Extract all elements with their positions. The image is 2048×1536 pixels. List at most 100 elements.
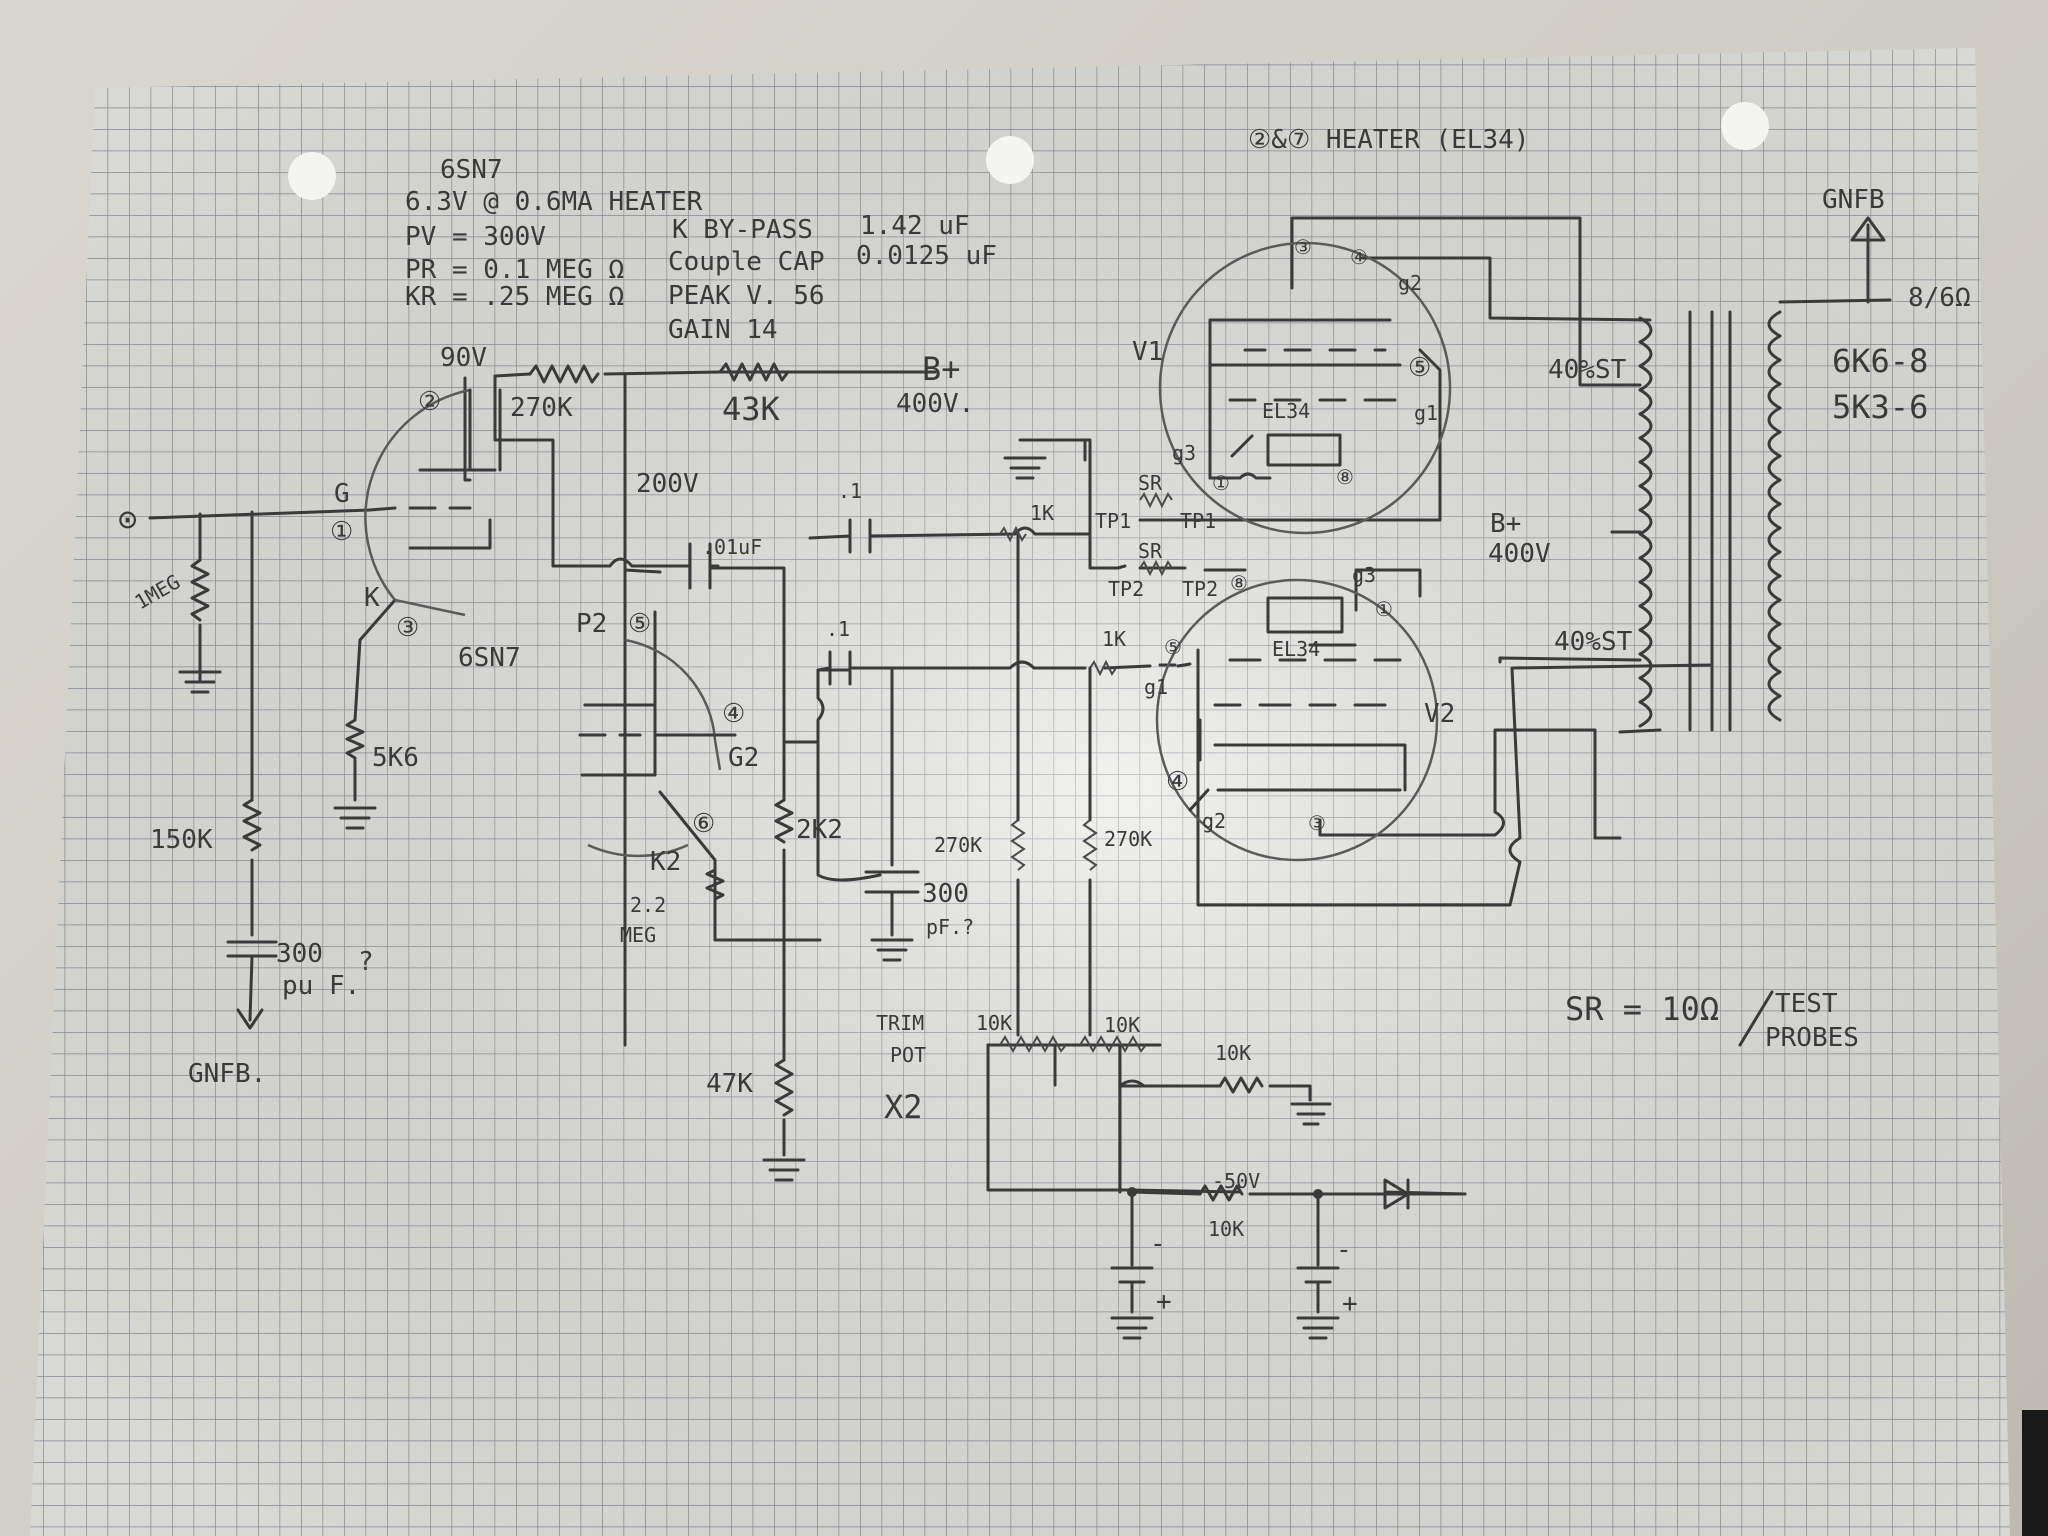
resistor-43k <box>718 362 790 382</box>
label-6sn7: 6SN7 <box>458 643 521 673</box>
label-300pf: 300 <box>276 939 323 969</box>
label-1k-b: 1K <box>1102 627 1126 651</box>
resistor-5k6 <box>345 718 365 760</box>
label-v1-pin4: ④ <box>1350 245 1368 269</box>
label-270k-a: 270K <box>934 833 982 857</box>
label-300pf-mid: 300 <box>922 879 969 909</box>
note-tube-name: 6SN7 <box>440 155 503 185</box>
label-tap-6k6: 6K6-8 <box>1832 342 1928 380</box>
trim-pot-b <box>1079 1034 1147 1054</box>
label-v2: V2 <box>1424 699 1455 729</box>
label-150k: 150K <box>150 825 213 855</box>
label-el34-bot: EL34 <box>1272 637 1320 661</box>
wiring <box>148 216 1892 1340</box>
label-2k2: 2K2 <box>796 815 843 845</box>
note-test: TEST <box>1775 989 1838 1019</box>
label-10k-b: 10K <box>1104 1013 1140 1037</box>
resistor-270k <box>528 364 600 384</box>
label-tap-5k3: 5K3-6 <box>1832 388 1928 426</box>
label-gnfb-bottom: GNFB. <box>188 1059 266 1089</box>
note-k-bypass: K BY-PASS <box>672 215 813 245</box>
label-trim: TRIM <box>876 1011 924 1035</box>
resistor-2k2 <box>774 798 794 844</box>
label-v2-pin4: ④ <box>1166 767 1189 797</box>
label-pin5: ⑤ <box>628 609 651 639</box>
dark-corner <box>2022 1410 2048 1536</box>
note-couple-cap: Couple CAP <box>668 247 825 277</box>
label-v1-g3: g3 <box>1172 441 1196 465</box>
label-01uf: .01uF <box>702 535 762 559</box>
label-question: ? <box>358 947 374 977</box>
resistor-sr-a <box>1139 491 1173 509</box>
tube-el34-v2 <box>1155 578 1439 862</box>
resistors <box>190 362 1264 1202</box>
label-cap-mid: .1 <box>826 617 850 641</box>
note-kr: KR = .25 MEG Ω <box>405 282 624 312</box>
resistor-1k-a <box>999 525 1027 543</box>
tube-6sn7-a <box>364 388 502 617</box>
label-gnfb-top: GNFB <box>1822 185 1885 215</box>
label-g2: G2 <box>728 743 759 773</box>
note-pr: PR = 0.1 MEG Ω <box>405 255 624 285</box>
label-v1-pin1: ① <box>1212 471 1230 495</box>
label-plus-a: + <box>1156 1287 1172 1317</box>
label-x2: X2 <box>884 1088 923 1126</box>
label-v2-g1: g1 <box>1144 675 1168 699</box>
label-plus-b: + <box>1342 1289 1358 1319</box>
label-400v: 400V. <box>896 389 974 419</box>
label-v1-g2: g2 <box>1398 271 1422 295</box>
resistor-10k-d <box>1198 1184 1244 1202</box>
label-minus-a: - <box>1150 1229 1166 1259</box>
resistor-270k-b <box>1082 819 1098 871</box>
label-k2: K2 <box>650 847 681 877</box>
label-pf-mid: pF.? <box>926 915 974 939</box>
label-st-bot: 40%ST <box>1554 627 1633 657</box>
label-v1-pin5: ⑤ <box>1408 353 1431 383</box>
label-v2-g2: g2 <box>1202 809 1226 833</box>
label-270k: 270K <box>510 393 573 423</box>
label-43k: 43K <box>722 390 781 428</box>
label-5k6: 5K6 <box>372 743 419 773</box>
output-transformer <box>1638 310 1782 732</box>
label-v2-g3: g3 <box>1352 563 1376 587</box>
label-300pf-unit: pu F. <box>282 971 360 1001</box>
resistor-2-2meg <box>705 868 725 901</box>
label-tp2: TP2 <box>1108 577 1144 601</box>
label-neg50v: -50V <box>1212 1169 1260 1193</box>
label-minus-b: - <box>1336 1235 1352 1265</box>
note-gain: GAIN 14 <box>668 315 778 345</box>
label-pin2: ② <box>418 387 441 417</box>
label-v1-g1: g1 <box>1414 401 1438 425</box>
label-tp1b: TP1 <box>1180 509 1216 533</box>
label-10k-c: 10K <box>1215 1041 1251 1065</box>
label-1k-a: 1K <box>1030 501 1054 525</box>
resistor-1meg <box>190 558 210 622</box>
label-ot-400v: 400V <box>1488 539 1551 569</box>
label-sr-b: SR <box>1138 539 1163 563</box>
resistor-sr-b <box>1139 559 1173 577</box>
label-cap-top: .1 <box>838 479 862 503</box>
label-v2-pin8: ⑧ <box>1230 571 1248 595</box>
punch-hole <box>288 152 336 200</box>
resistor-47k <box>774 1058 794 1117</box>
label-sr-a: SR <box>1138 471 1163 495</box>
label-st-top: 40%ST <box>1548 355 1627 385</box>
resistor-1k-b <box>1089 659 1117 677</box>
label-47k: 47K <box>706 1069 753 1099</box>
note-couple-cap-value: 0.0125 uF <box>856 241 997 271</box>
label-pin3: ③ <box>396 613 419 643</box>
tube-el34-v1 <box>1158 241 1452 535</box>
label-bplus: B+ <box>922 350 961 388</box>
graph-paper <box>30 48 2010 1536</box>
label-10k-d: 10K <box>1208 1217 1244 1241</box>
label-tp2b: TP2 <box>1182 577 1218 601</box>
label-pin4: ④ <box>722 699 745 729</box>
label-tp1: TP1 <box>1095 509 1131 533</box>
label-v2-pin5: ⑤ <box>1164 635 1182 659</box>
label-pin1: ① <box>330 517 353 547</box>
label-v1-pin8: ⑧ <box>1336 465 1354 489</box>
capacitors <box>688 518 872 686</box>
label-10k-a: 10K <box>976 1011 1012 1035</box>
label-v2-pin3: ③ <box>1308 811 1326 835</box>
resistor-270k-a <box>1010 819 1026 871</box>
